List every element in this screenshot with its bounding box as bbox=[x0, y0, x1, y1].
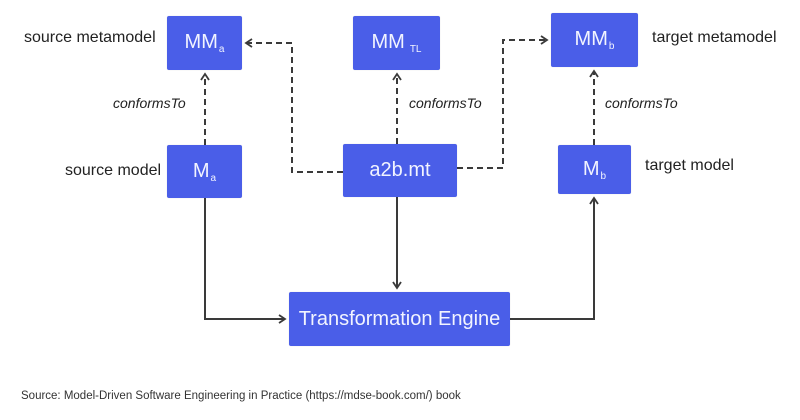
node-transformation-engine-label: Transformation Engine bbox=[298, 307, 501, 330]
edge-label-conforms-b: conformsTo bbox=[605, 95, 678, 111]
node-mm-a: MMa bbox=[167, 16, 242, 70]
label-target-model: target model bbox=[645, 157, 734, 174]
edge-a2b-to-mmb bbox=[457, 35, 549, 169]
node-m-a: Ma bbox=[167, 145, 242, 198]
node-m-a-label: Ma bbox=[192, 159, 217, 184]
node-mm-a-label: MMa bbox=[184, 31, 225, 55]
source-caption: Source: Model-Driven Software Engineerin… bbox=[21, 390, 461, 402]
edge-label-conforms-a: conformsTo bbox=[113, 95, 186, 111]
node-a2b-mt-label: a2b.mt bbox=[369, 159, 431, 181]
edge-engine-to-mb bbox=[510, 196, 599, 320]
node-mm-b: MMb bbox=[551, 13, 638, 67]
edge-label-conforms-tl: conformsTo bbox=[409, 95, 482, 111]
node-transformation-engine: Transformation Engine bbox=[289, 292, 510, 346]
edge-ma-to-engine bbox=[204, 198, 287, 324]
node-a2b-mt: a2b.mt bbox=[343, 144, 457, 197]
edge-a2b-to-mma bbox=[244, 38, 343, 173]
node-m-b: Mb bbox=[558, 145, 631, 194]
label-target-metamodel: target metamodel bbox=[652, 29, 777, 46]
node-m-b-label: Mb bbox=[582, 157, 607, 182]
node-mm-b-label: MMb bbox=[574, 28, 615, 52]
label-source-model: source model bbox=[65, 162, 162, 179]
label-source-metamodel: source metamodel bbox=[24, 29, 156, 46]
